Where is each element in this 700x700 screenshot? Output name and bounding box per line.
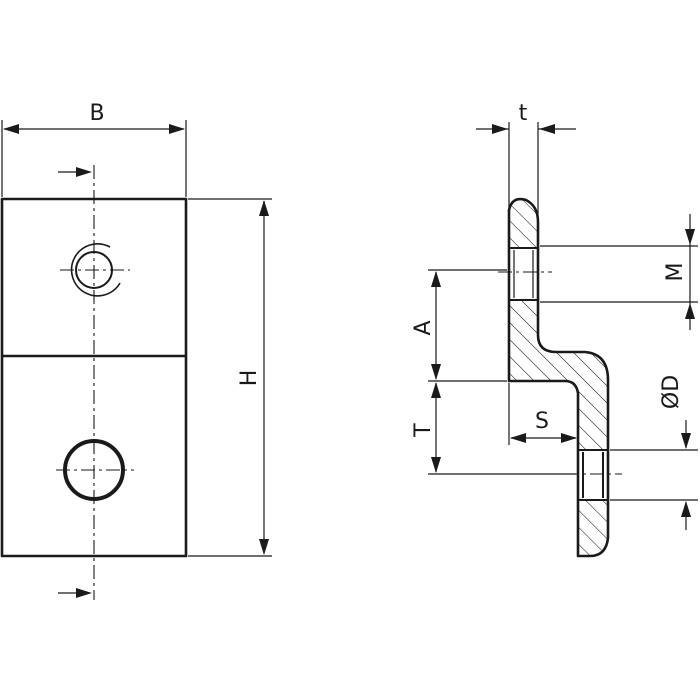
dimension-d: ØD — [610, 375, 698, 530]
section-middle — [509, 300, 608, 450]
threaded-hole — [60, 243, 130, 297]
dimension-a-label: A — [411, 320, 436, 335]
section-lower — [578, 500, 608, 556]
dimension-d-label: ØD — [659, 375, 684, 409]
dimension-b-label: B — [89, 101, 104, 126]
dimension-t-large: T — [411, 382, 576, 475]
side-section-view: t M A T — [411, 101, 698, 558]
hole-section — [565, 449, 622, 501]
dimension-b: B — [1, 101, 187, 197]
dimension-t-large-label: T — [411, 423, 436, 438]
dimension-a: A — [411, 269, 507, 382]
through-hole — [56, 439, 134, 501]
dimension-t-small-label: t — [519, 101, 528, 126]
dimension-h: H — [188, 198, 272, 557]
dimension-m-label: M — [663, 263, 688, 282]
dimension-s-label: S — [535, 409, 549, 434]
section-upper — [509, 199, 538, 248]
thread-section — [498, 247, 552, 301]
dimension-t-small: t — [476, 101, 576, 215]
dimension-h-label: H — [237, 370, 262, 387]
front-view: B H — [0, 101, 272, 600]
center-marker-top — [58, 167, 92, 177]
center-marker-bottom — [58, 588, 92, 598]
dimension-m: M — [540, 214, 698, 330]
dimension-s: S — [508, 383, 579, 445]
